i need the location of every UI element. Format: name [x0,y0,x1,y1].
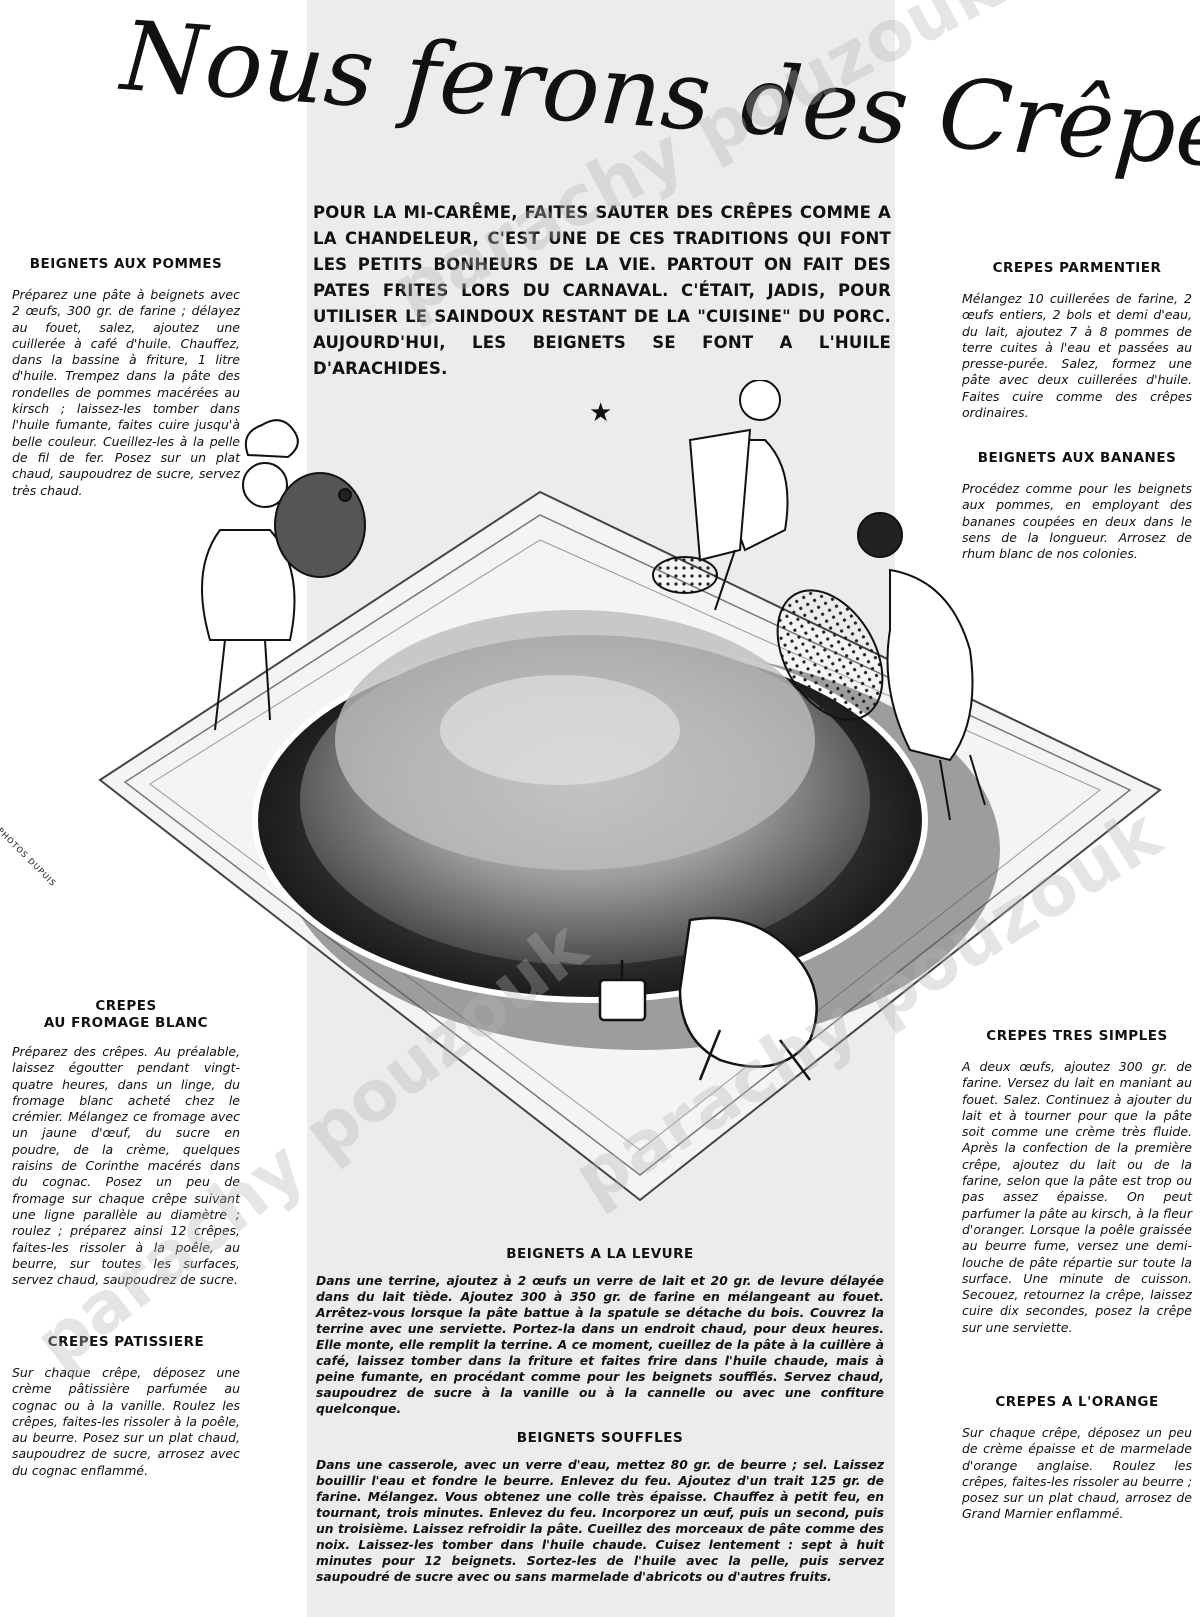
recipe-crepes-parmentier: CREPES PARMENTIER Mélangez 10 cuillerées… [962,260,1192,421]
recipe-beignets-pommes: BEIGNETS AUX POMMES Préparez une pâte à … [12,256,240,499]
recipe-beignets-souffles: BEIGNETS SOUFFLES Dans une casserole, av… [316,1430,884,1585]
recipe-crepes-simples: CREPES TRES SIMPLES A deux œufs, ajoutez… [962,1028,1192,1336]
bottle-man-cartoon [598,916,818,1081]
recipe-title: CREPES AU FROMAGE BLANC [12,998,240,1032]
recipe-text: Sur chaque crêpe, déposez une crème pâti… [12,1365,240,1478]
recipe-title: CREPES A L'ORANGE [995,1394,1159,1410]
recipe-title: CREPES PARMENTIER [992,260,1162,276]
recipe-text: Dans une terrine, ajoutez à 2 œufs un ve… [316,1274,884,1416]
recipe-crepes-orange: CREPES A L'ORANGE Sur chaque crêpe, dépo… [962,1394,1192,1523]
star-ornament: ★ [589,398,613,428]
recipe-beignets-bananes: BEIGNETS AUX BANANES Procédez comme pour… [962,450,1192,562]
recipe-text: Procédez comme pour les beignets aux pom… [962,481,1192,562]
recipe-text: Sur chaque crêpe, déposez un peu de crèm… [962,1425,1192,1522]
intro-paragraph: POUR LA MI-CARÊME, FAITES SAUTER DES CRÊ… [313,203,891,378]
chef-cartoon [201,419,366,731]
recipe-crepes-fromage: CREPES AU FROMAGE BLANC Préparez des crê… [12,998,240,1288]
recipe-text: Préparez une pâte à beignets avec 2 œufs… [12,287,240,498]
woman-bowl-cartoon [776,512,986,821]
recipe-title: BEIGNETS AUX POMMES [29,256,223,272]
recipe-title: BEIGNETS A LA LEVURE [506,1246,694,1262]
recipe-title: BEIGNETS SOUFFLES [516,1430,684,1446]
recipe-title: CREPES TRES SIMPLES [986,1028,1168,1044]
recipe-beignets-levure: BEIGNETS A LA LEVURE Dans une terrine, a… [316,1246,884,1417]
recipe-text: Dans une casserole, avec un verre d'eau,… [316,1458,884,1584]
recipe-text: Préparez des crêpes. Au préalable, laiss… [12,1044,240,1288]
recipe-text: Mélangez 10 cuillerées de farine, 2 œufs… [962,291,1192,421]
recipe-crepes-patissiere: CREPES PATISSIERE Sur chaque crêpe, dépo… [12,1334,240,1479]
recipe-title: CREPES PATISSIERE [47,1334,205,1350]
recipe-title-line1: CREPES [95,998,157,1014]
recipe-title-line2: AU FROMAGE BLANC [43,1015,209,1031]
recipe-text: A deux œufs, ajoutez 300 gr. de farine. … [962,1059,1192,1335]
recipe-title: BEIGNETS AUX BANANES [977,450,1177,466]
woman-shaker-cartoon [652,380,789,611]
crepe-plate-illustration [98,380,1162,1202]
